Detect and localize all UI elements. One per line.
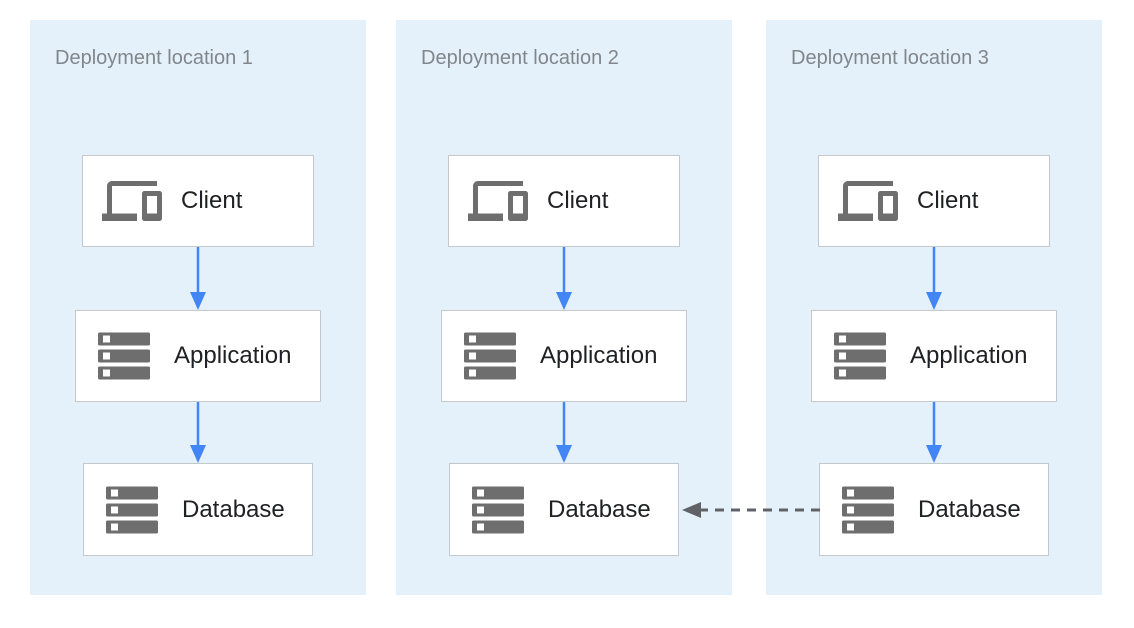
node-database-1: Database bbox=[83, 463, 313, 556]
node-label: Client bbox=[547, 187, 609, 214]
node-label: Application bbox=[174, 342, 292, 369]
panel-title: Deployment location 3 bbox=[791, 47, 989, 69]
devices-icon bbox=[468, 171, 528, 231]
node-client-3: Client bbox=[818, 155, 1050, 247]
panel-title: Deployment location 1 bbox=[55, 47, 253, 69]
node-label: Application bbox=[540, 342, 658, 369]
node-client-1: Client bbox=[82, 155, 314, 247]
server-stack-icon bbox=[834, 332, 886, 380]
node-label: Client bbox=[917, 187, 979, 214]
server-stack-icon bbox=[464, 332, 516, 380]
server-stack-icon bbox=[472, 486, 524, 533]
node-label: Database bbox=[918, 495, 1021, 523]
node-label: Application bbox=[910, 342, 1028, 369]
node-label: Client bbox=[181, 187, 243, 214]
node-database-3: Database bbox=[819, 463, 1049, 556]
devices-icon bbox=[102, 171, 162, 231]
panel-deployment-location-1: Deployment location 1 Client Application… bbox=[30, 20, 366, 595]
panel-deployment-location-2: Deployment location 2 Client Application… bbox=[396, 20, 732, 595]
node-application-1: Application bbox=[75, 310, 321, 402]
server-stack-icon bbox=[106, 486, 158, 533]
node-application-2: Application bbox=[441, 310, 687, 402]
panel-title: Deployment location 2 bbox=[421, 47, 619, 69]
node-label: Database bbox=[182, 495, 285, 523]
node-label: Database bbox=[548, 495, 651, 523]
devices-icon bbox=[838, 171, 898, 231]
server-stack-icon bbox=[842, 486, 894, 533]
node-application-3: Application bbox=[811, 310, 1057, 402]
node-client-2: Client bbox=[448, 155, 680, 247]
node-database-2: Database bbox=[449, 463, 679, 556]
server-stack-icon bbox=[98, 332, 150, 380]
panel-deployment-location-3: Deployment location 3 Client Application… bbox=[766, 20, 1102, 595]
